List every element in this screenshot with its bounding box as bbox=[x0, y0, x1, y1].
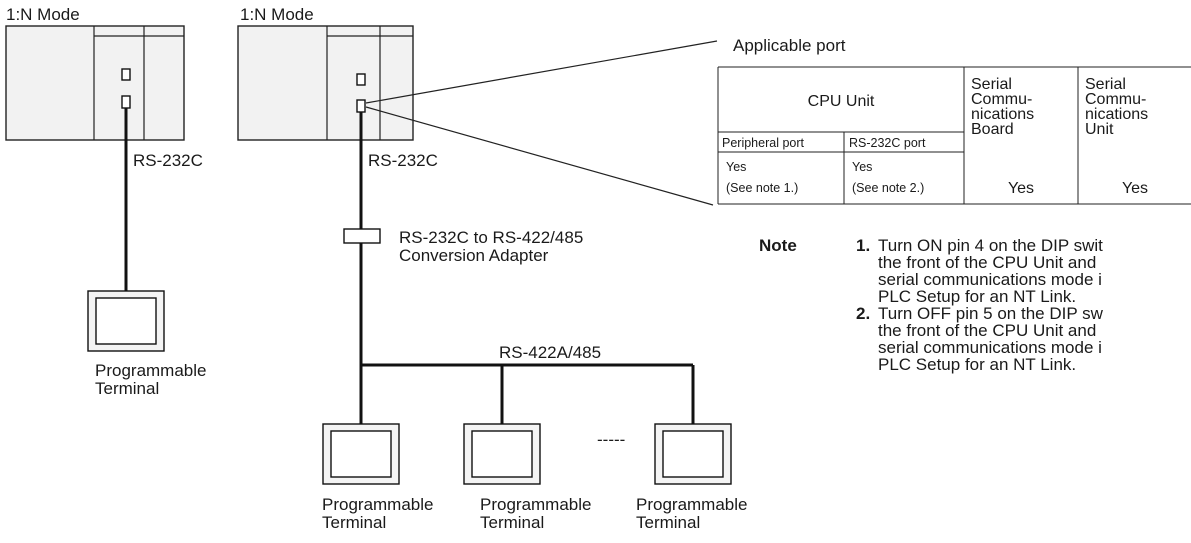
left-terminal-label-2: Terminal bbox=[95, 379, 159, 398]
callout-lines bbox=[365, 40, 718, 206]
right-system: 1:N Mode RS-232C RS-232C to RS-422/485 C… bbox=[237, 5, 748, 532]
board-header-3: nications bbox=[971, 106, 1034, 123]
rs232c-port-header: RS-232C port bbox=[849, 136, 926, 150]
adapter-label-1: RS-232C to RS-422/485 bbox=[399, 228, 583, 247]
note-2-line-2: the front of the CPU Unit and bbox=[878, 321, 1096, 340]
rs232c-value-2: (See note 2.) bbox=[852, 181, 924, 195]
peripheral-value-1: Yes bbox=[726, 160, 746, 174]
note-2-line-3: serial communications mode i bbox=[878, 338, 1102, 357]
unit-header-4: Unit bbox=[1085, 121, 1114, 138]
peripheral-value-2: (See note 1.) bbox=[726, 181, 798, 195]
terminal-icon-3 bbox=[654, 423, 732, 485]
left-plc-port-lower bbox=[121, 95, 131, 109]
right-mode-label: 1:N Mode bbox=[240, 5, 314, 24]
left-plc-port-upper bbox=[121, 68, 131, 81]
bus-label: RS-422A/485 bbox=[499, 343, 601, 362]
peripheral-port-header: Peripheral port bbox=[722, 136, 805, 150]
applicable-port-table: Applicable port CPU Unit Peripheral port… bbox=[717, 36, 1191, 205]
left-plc bbox=[5, 25, 185, 141]
right-plc-port-upper bbox=[356, 73, 366, 86]
left-terminal-label-1: Programmable bbox=[95, 361, 207, 380]
notes-block: Note 1. Turn ON pin 4 on the DIP swit th… bbox=[759, 236, 1104, 374]
adapter-label-2: Conversion Adapter bbox=[399, 246, 549, 265]
left-system: 1:N Mode RS-232C Programmable Terminal bbox=[5, 5, 207, 398]
note-title: Note bbox=[759, 236, 797, 255]
terminal-2-label-1: Programmable bbox=[480, 495, 592, 514]
terminal-3-label-2: Terminal bbox=[636, 513, 700, 532]
rs232c-value-1: Yes bbox=[852, 160, 872, 174]
callout-line-lower bbox=[365, 106, 714, 206]
cpu-unit-header: CPU Unit bbox=[808, 93, 875, 110]
left-terminal-icon bbox=[87, 290, 165, 352]
terminal-1-label-1: Programmable bbox=[322, 495, 434, 514]
terminal-3-label-1: Programmable bbox=[636, 495, 748, 514]
terminal-2-label-2: Terminal bbox=[480, 513, 544, 532]
right-plc-port-lower bbox=[356, 99, 366, 113]
left-mode-label: 1:N Mode bbox=[6, 5, 80, 24]
right-plc bbox=[237, 25, 414, 141]
note-1-line-4: PLC Setup for an NT Link. bbox=[878, 287, 1076, 306]
note-2-line-4: PLC Setup for an NT Link. bbox=[878, 355, 1076, 374]
terminal-icon-2 bbox=[463, 423, 541, 485]
board-header-2: Commu- bbox=[971, 91, 1032, 108]
note-1-line-3: serial communications mode i bbox=[878, 270, 1102, 289]
note-1-line-1: Turn ON pin 4 on the DIP swit bbox=[878, 236, 1103, 255]
terminal-1-label-2: Terminal bbox=[322, 513, 386, 532]
left-cable-label: RS-232C bbox=[133, 151, 203, 170]
left-plc-body bbox=[5, 25, 185, 141]
terminal-icon-1 bbox=[322, 423, 400, 485]
board-header-1: Serial bbox=[971, 76, 1012, 93]
board-header-4: Board bbox=[971, 121, 1014, 138]
unit-value: Yes bbox=[1122, 180, 1148, 197]
unit-header-1: Serial bbox=[1085, 76, 1126, 93]
terminal-ellipsis: ----- bbox=[597, 430, 625, 449]
note-2-line-1: Turn OFF pin 5 on the DIP sw bbox=[878, 304, 1104, 323]
right-cable-label: RS-232C bbox=[368, 151, 438, 170]
conversion-adapter-box bbox=[343, 228, 381, 244]
note-1-line-2: the front of the CPU Unit and bbox=[878, 253, 1096, 272]
unit-header-2: Commu- bbox=[1085, 91, 1146, 108]
table-caption: Applicable port bbox=[733, 36, 846, 55]
note-1-number: 1. bbox=[856, 236, 870, 255]
callout-line-upper bbox=[365, 40, 718, 104]
board-value: Yes bbox=[1008, 180, 1034, 197]
unit-header-3: nications bbox=[1085, 106, 1148, 123]
note-2-number: 2. bbox=[856, 304, 870, 323]
right-plc-body bbox=[237, 25, 414, 141]
